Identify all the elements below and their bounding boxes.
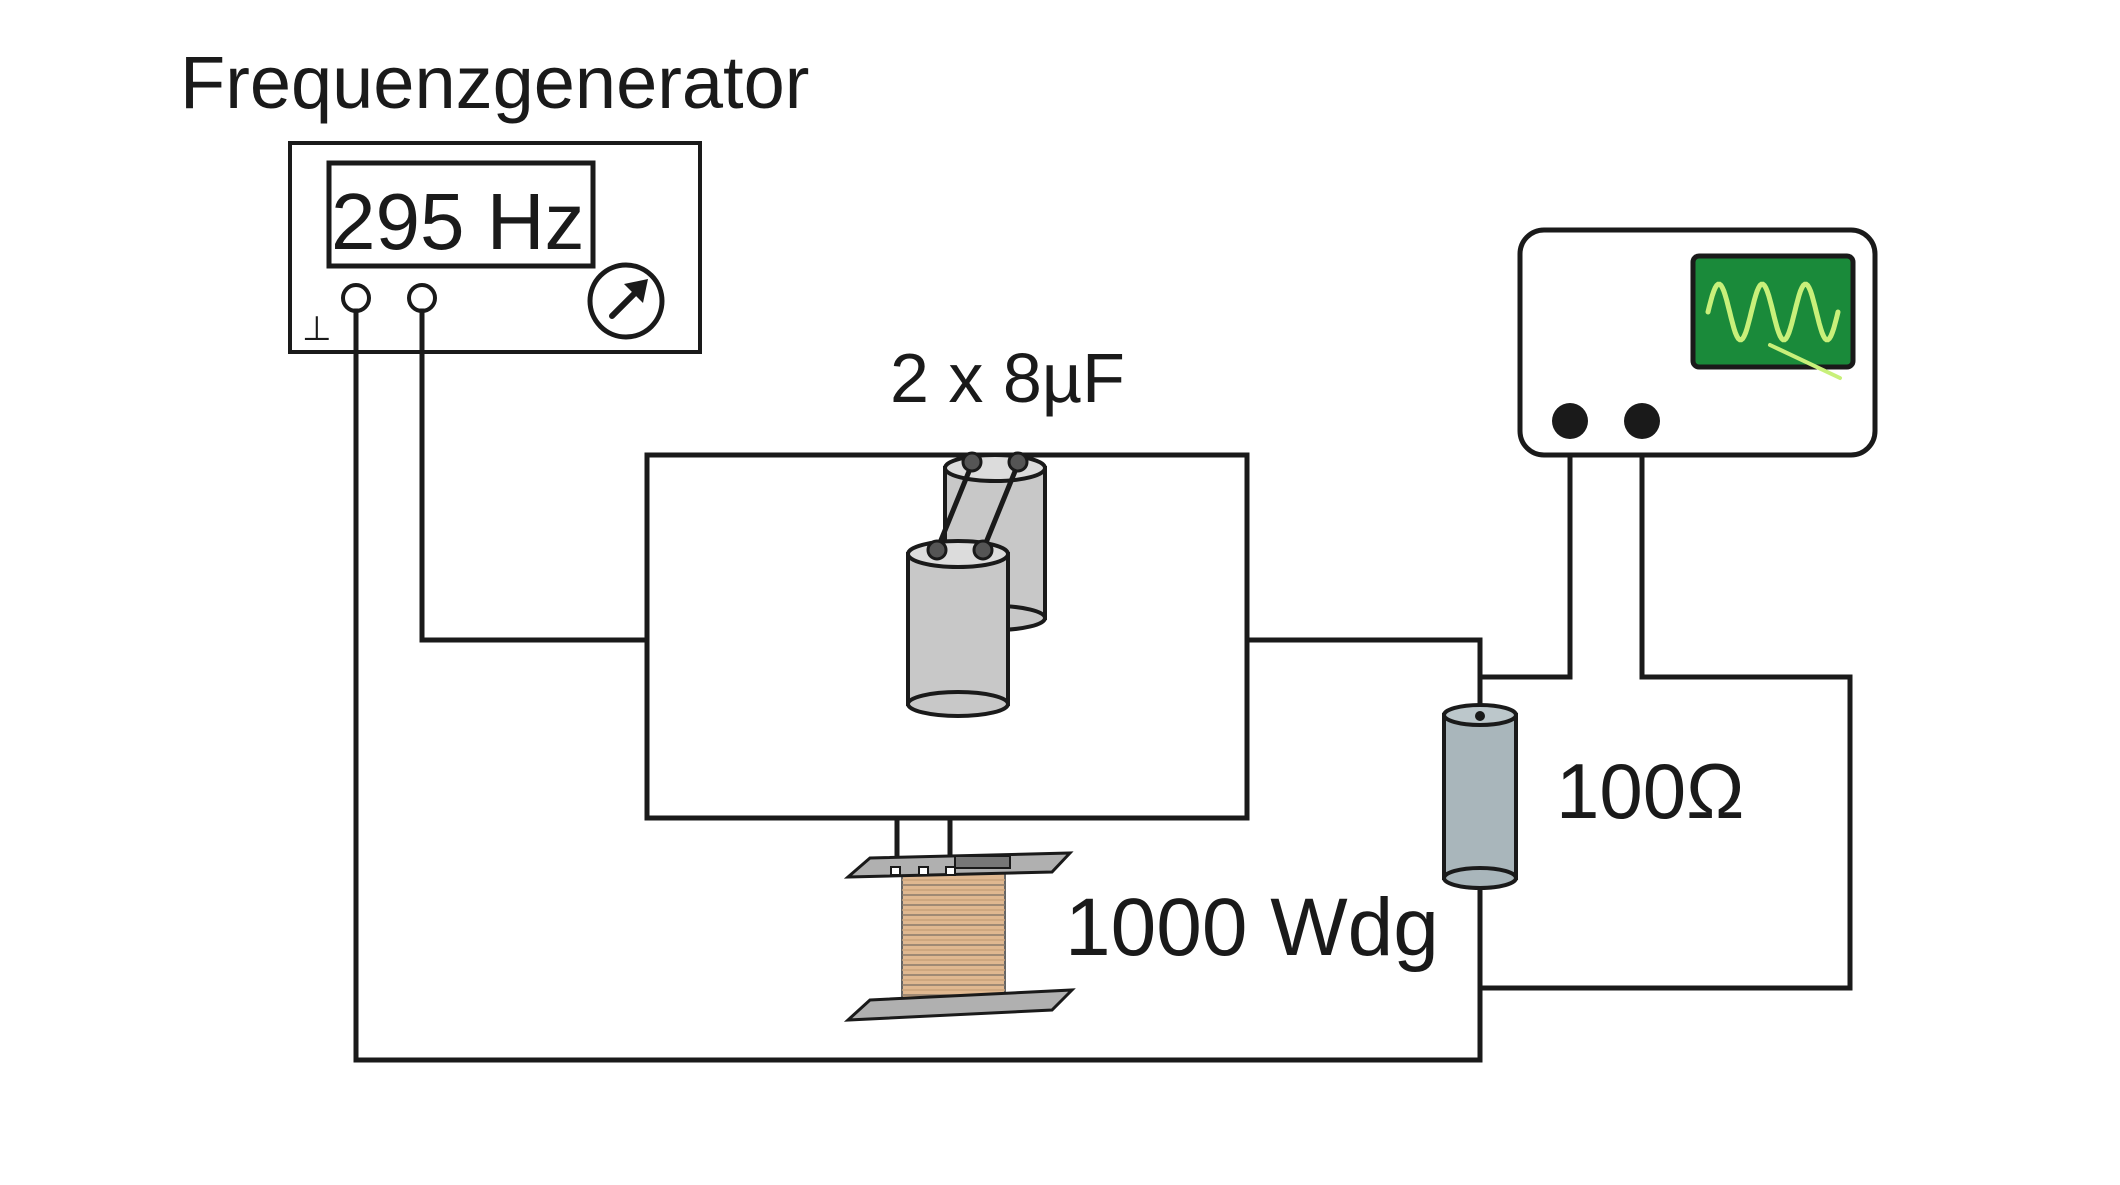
circuit-wires (353, 308, 1853, 1063)
generator-title: Frequenzgenerator (180, 41, 809, 124)
capacitor-terminals (926, 451, 1029, 561)
oscilloscope (1517, 227, 1878, 458)
oscilloscope-input-2 (1624, 403, 1660, 439)
resistor (1442, 703, 1518, 890)
capacitor-label: 2 x 8µF (890, 339, 1125, 417)
coil (843, 851, 1076, 1022)
oscilloscope-input-1 (1552, 403, 1588, 439)
frequency-readout: 295 Hz (331, 177, 584, 266)
ground-icon: ⊥ (302, 310, 332, 348)
resistor-label: 100Ω (1556, 747, 1744, 835)
capacitor-front (906, 539, 1010, 718)
frequency-display (326, 160, 596, 269)
coil-bottom-plate (843, 988, 1076, 1022)
coil-label: 1000 Wdg (1065, 882, 1439, 973)
generator-terminal-ground (341, 283, 371, 313)
oscilloscope-trace-sweep (1768, 343, 1842, 380)
frequency-knob-icon (587, 262, 665, 340)
capacitor-pair (906, 451, 1047, 718)
generator-terminal-output (407, 283, 437, 313)
oscilloscope-trace (1705, 281, 1841, 343)
